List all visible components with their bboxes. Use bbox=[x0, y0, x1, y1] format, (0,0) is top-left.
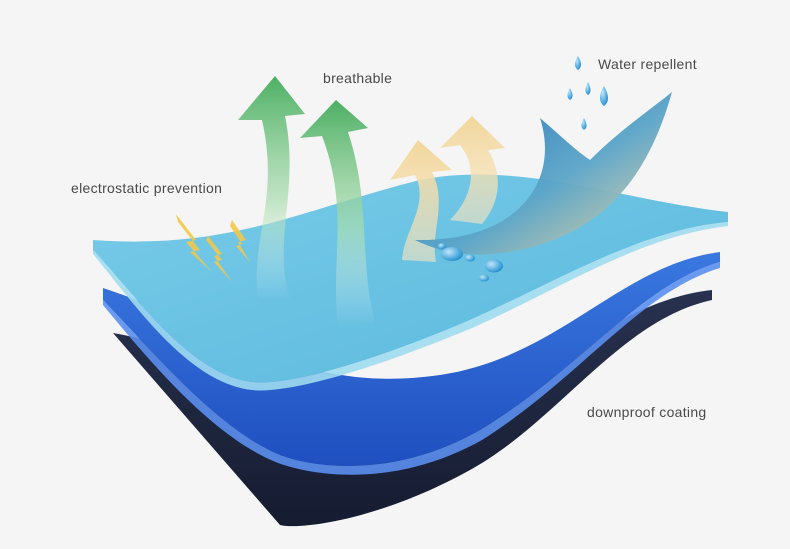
heat-arrow-icon bbox=[440, 116, 505, 224]
water-drop-icon bbox=[479, 274, 489, 282]
downproof-coating-label: downproof coating bbox=[587, 404, 707, 420]
water-drop-icon bbox=[600, 86, 608, 106]
water-drop-icon bbox=[485, 259, 503, 273]
breathable-arrow-icon bbox=[300, 100, 376, 326]
water-drop-icon bbox=[575, 56, 581, 70]
water-drop-icon bbox=[438, 243, 446, 249]
water-repellent-wave-icon bbox=[415, 92, 672, 255]
breathable-label: breathable bbox=[323, 70, 393, 86]
water-repellent-label: Water repellent bbox=[598, 56, 697, 72]
breathable-arrow-icon bbox=[238, 76, 305, 300]
lightning-icon bbox=[176, 214, 250, 282]
water-drop-icon bbox=[441, 247, 463, 261]
water-drop-icon bbox=[585, 82, 591, 95]
heat-arrow-icon bbox=[390, 140, 452, 262]
water-drop-icon bbox=[465, 254, 475, 262]
middle-layer bbox=[103, 252, 720, 466]
water-drop-icon bbox=[567, 88, 573, 100]
water-drop-icon bbox=[581, 118, 587, 130]
electrostatic-prevention-label: electrostatic prevention bbox=[71, 180, 223, 196]
